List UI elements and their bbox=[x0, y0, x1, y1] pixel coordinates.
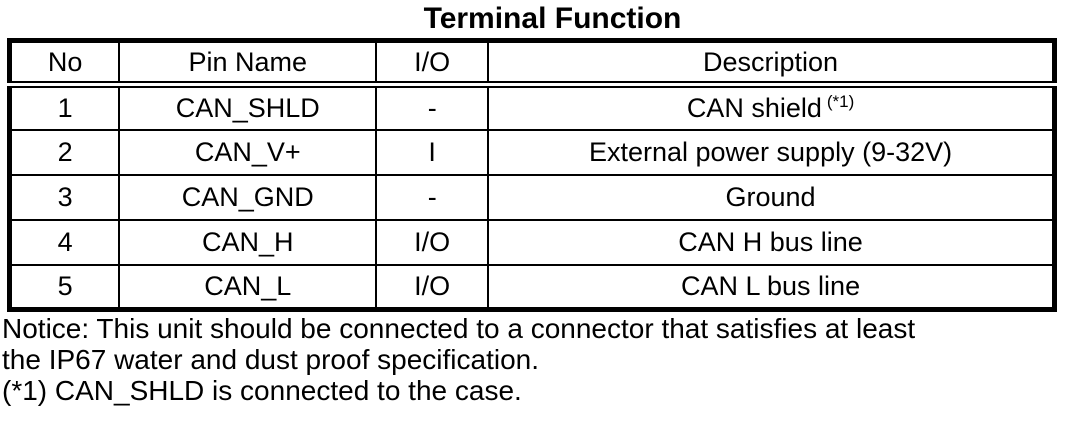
table-row: 2 CAN_V+ I External power supply (9-32V) bbox=[8, 128, 1056, 176]
table-row: 4 CAN_H I/O CAN H bus line bbox=[8, 218, 1056, 266]
cell-pin-name: CAN_SHLD bbox=[118, 83, 378, 131]
notes-block: Notice: This unit should be connected to… bbox=[2, 313, 1065, 406]
footnote-marker: (*1) bbox=[826, 92, 855, 112]
cell-description: CAN H bus line bbox=[487, 218, 1056, 266]
cell-description: CAN L bus line bbox=[487, 263, 1056, 311]
cell-io: - bbox=[375, 173, 490, 221]
column-header-no: No bbox=[8, 39, 121, 88]
cell-pin-name: CAN_H bbox=[118, 218, 378, 266]
column-header-io: I/O bbox=[375, 39, 490, 88]
cell-io: I/O bbox=[375, 263, 490, 311]
cell-io: I bbox=[375, 128, 490, 176]
cell-description: External power supply (9-32V) bbox=[487, 128, 1056, 176]
cell-no: 3 bbox=[8, 173, 121, 221]
column-header-pin-name: Pin Name bbox=[118, 39, 378, 88]
footnote-text: (*1) CAN_SHLD is connected to the case. bbox=[2, 375, 522, 406]
cell-no: 4 bbox=[8, 218, 121, 266]
cell-pin-name: CAN_L bbox=[118, 263, 378, 311]
cell-description: Ground bbox=[487, 173, 1056, 221]
table-row: 1 CAN_SHLD - CAN shield(*1) bbox=[8, 83, 1056, 131]
table-header-row: No Pin Name I/O Description bbox=[8, 39, 1056, 88]
notice-text-line2: the IP67 water and dust proof specificat… bbox=[2, 344, 539, 375]
cell-description: CAN shield(*1) bbox=[487, 83, 1056, 131]
column-header-description: Description bbox=[487, 39, 1056, 88]
table-row: 3 CAN_GND - Ground bbox=[8, 173, 1056, 221]
cell-no: 2 bbox=[8, 128, 121, 176]
cell-io: - bbox=[375, 83, 490, 131]
notice-text-line1: Notice: This unit should be connected to… bbox=[2, 313, 916, 344]
cell-pin-name: CAN_GND bbox=[118, 173, 378, 221]
table-row: 5 CAN_L I/O CAN L bus line bbox=[8, 263, 1056, 311]
cell-no: 5 bbox=[8, 263, 121, 311]
description-text: CAN shield bbox=[686, 93, 822, 124]
cell-pin-name: CAN_V+ bbox=[118, 128, 378, 176]
cell-io: I/O bbox=[375, 218, 490, 266]
terminal-function-table: No Pin Name I/O Description 1 CAN_SHLD -… bbox=[7, 38, 1057, 312]
cell-no: 1 bbox=[8, 83, 121, 131]
page-title: Terminal Function bbox=[423, 2, 682, 35]
